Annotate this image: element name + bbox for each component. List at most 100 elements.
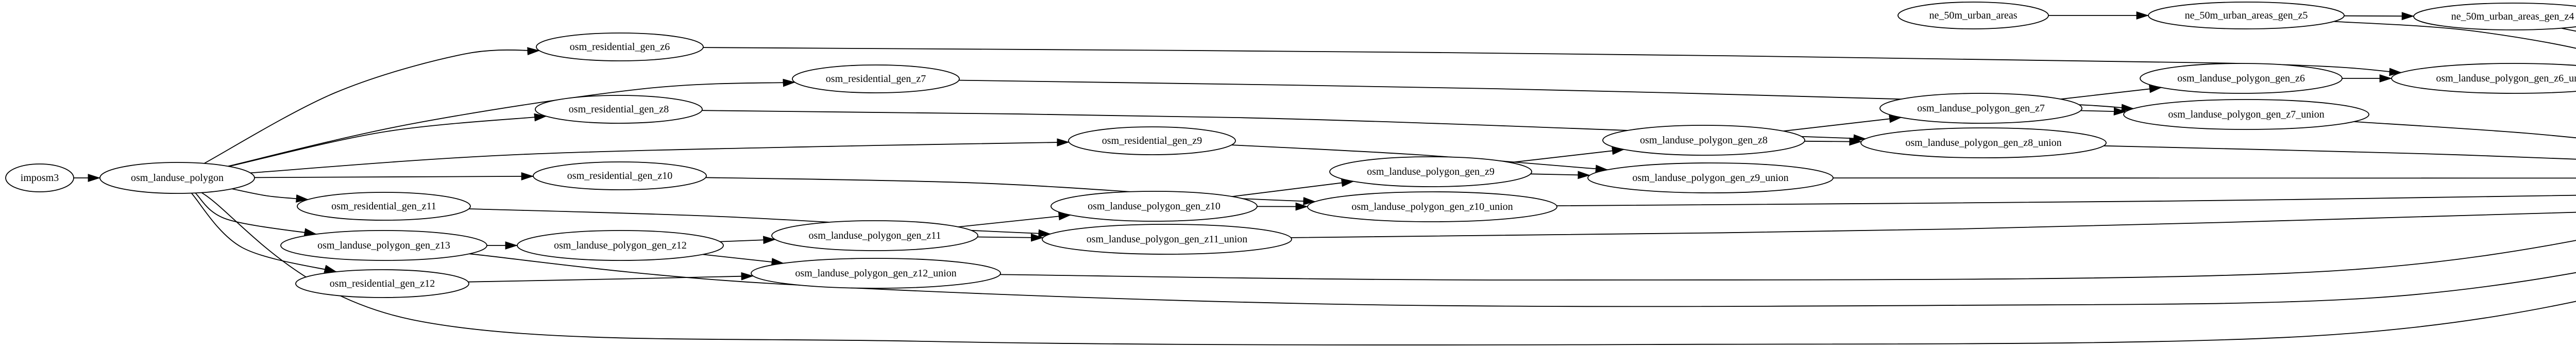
node-label-osm_landuse_polygon_gen_z10_union: osm_landuse_polygon_gen_z10_union bbox=[1351, 201, 1513, 212]
node-label-osm_landuse_polygon_gen_z13: osm_landuse_polygon_gen_z13 bbox=[317, 240, 450, 251]
edge-osm_landuse_polygon-to-layer_landuse-z14+ bbox=[201, 192, 2576, 345]
node-label-osm_landuse_polygon_gen_z10: osm_landuse_polygon_gen_z10 bbox=[1088, 201, 1221, 212]
edge-osm_landuse_polygon_gen_z8-to-osm_landuse_polygon_gen_z7 bbox=[1783, 114, 1902, 132]
node-shape-osm_landuse_polygon_gen_z10_union bbox=[1307, 191, 1557, 222]
node-osm_landuse_polygon_gen_z7: osm_landuse_polygon_gen_z7 bbox=[1879, 93, 2082, 124]
node-label-osm_landuse_polygon_gen_z12_union: osm_landuse_polygon_gen_z12_union bbox=[795, 268, 956, 279]
node-label-osm_landuse_polygon_gen_z7: osm_landuse_polygon_gen_z7 bbox=[1917, 103, 2045, 114]
node-label-ne_50m_urban_areas: ne_50m_urban_areas bbox=[1929, 10, 2017, 21]
node-osm_residential_gen_z6: osm_residential_gen_z6 bbox=[536, 32, 704, 61]
edge-osm_landuse_polygon_gen_z8_union-to-layer_landuse-z8 bbox=[2104, 145, 2576, 160]
edge-osm_residential_gen_z9-to-osm_landuse_polygon_gen_z9_union bbox=[1231, 144, 1608, 173]
node-label-osm_landuse_polygon_gen_z6: osm_landuse_polygon_gen_z6 bbox=[2177, 73, 2305, 84]
node-osm_landuse_polygon_gen_z6: osm_landuse_polygon_gen_z6 bbox=[2140, 63, 2343, 94]
node-shape-osm_landuse_polygon_gen_z7 bbox=[1879, 93, 2082, 124]
node-label-osm_landuse_polygon_gen_z11_union: osm_landuse_polygon_gen_z11_union bbox=[1087, 234, 1248, 245]
node-shape-osm_residential_gen_z11 bbox=[297, 192, 471, 221]
node-shape-osm_residential_gen_z8 bbox=[535, 95, 703, 124]
edge-osm_landuse_polygon-to-osm_residential_gen_z7 bbox=[228, 78, 796, 167]
node-label-osm_landuse_polygon_gen_z6_union: osm_landuse_polygon_gen_z6_union bbox=[2436, 73, 2576, 84]
node-label-osm_residential_gen_z8: osm_residential_gen_z8 bbox=[569, 104, 669, 115]
node-shape-osm_landuse_polygon_gen_z12 bbox=[517, 230, 724, 261]
edge-osm_landuse_polygon_gen_z12-to-osm_landuse_polygon_gen_z11 bbox=[720, 236, 776, 244]
edge-osm_landuse_polygon_gen_z9-to-osm_landuse_polygon_gen_z9_union bbox=[1530, 171, 1590, 179]
node-osm_landuse_polygon: osm_landuse_polygon bbox=[99, 162, 255, 194]
edge-osm_landuse_polygon_gen_z9-to-osm_landuse_polygon_gen_z8 bbox=[1510, 146, 1625, 163]
node-shape-ne_50m_urban_areas_gen_z4 bbox=[2413, 3, 2576, 30]
node-osm_landuse_polygon_gen_z8_union: osm_landuse_polygon_gen_z8_union bbox=[1860, 127, 2107, 158]
node-shape-osm_landuse_polygon bbox=[99, 162, 255, 194]
edge-osm_residential_gen_z11-to-osm_landuse_polygon_gen_z11_union bbox=[468, 208, 1051, 238]
edge-ne_50m_urban_areas_gen_z5-to-ne_50m_urban_areas_gen_z4 bbox=[2344, 12, 2415, 21]
node-imposm3: imposm3 bbox=[5, 163, 74, 192]
node-shape-osm_landuse_polygon_gen_z7_union bbox=[2123, 99, 2369, 130]
node-osm_residential_gen_z7: osm_residential_gen_z7 bbox=[792, 64, 960, 93]
node-ne_50m_urban_areas: ne_50m_urban_areas bbox=[1897, 2, 2049, 29]
node-label-ne_50m_urban_areas_gen_z5: ne_50m_urban_areas_gen_z5 bbox=[2185, 10, 2308, 21]
node-osm_residential_gen_z8: osm_residential_gen_z8 bbox=[535, 95, 703, 124]
node-osm_landuse_polygon_gen_z6_union: osm_landuse_polygon_gen_z6_union bbox=[2391, 63, 2576, 94]
node-shape-osm_residential_gen_z6 bbox=[536, 32, 704, 61]
edge-osm_landuse_polygon-to-osm_residential_gen_z8 bbox=[229, 113, 547, 167]
node-shape-osm_residential_gen_z9 bbox=[1068, 126, 1236, 155]
node-shape-osm_landuse_polygon_gen_z12_union bbox=[751, 258, 1001, 289]
edge-osm_landuse_polygon_gen_z7_union-to-layer_landuse-z7 bbox=[2353, 121, 2576, 139]
node-osm_landuse_polygon_gen_z8: osm_landuse_polygon_gen_z8 bbox=[1602, 125, 1805, 156]
node-label-osm_residential_gen_z12: osm_residential_gen_z12 bbox=[330, 278, 435, 289]
node-ne_50m_urban_areas_gen_z5: ne_50m_urban_areas_gen_z5 bbox=[2148, 2, 2345, 29]
node-label-osm_landuse_polygon_gen_z12: osm_landuse_polygon_gen_z12 bbox=[554, 240, 687, 251]
node-shape-osm_landuse_polygon_gen_z6_union bbox=[2391, 63, 2576, 94]
edge-osm_landuse_polygon-to-osm_residential_gen_z11 bbox=[232, 188, 309, 203]
node-osm_landuse_polygon_gen_z10_union: osm_landuse_polygon_gen_z10_union bbox=[1307, 191, 1557, 222]
node-osm_residential_gen_z11: osm_residential_gen_z11 bbox=[297, 192, 471, 221]
nodes-layer: imposm3 osm_landuse_polygon osm_residentia… bbox=[5, 2, 2576, 298]
edge-osm_landuse_polygon_gen_z13-to-layer_landuse-z13 bbox=[469, 253, 2576, 307]
edge-osm_residential_gen_z12-to-osm_landuse_polygon_gen_z12_union bbox=[468, 272, 754, 283]
edge-osm_landuse_polygon_gen_z11_union-to-layer_landuse-z11 bbox=[1291, 211, 2576, 238]
node-osm_landuse_polygon_gen_z12_union: osm_landuse_polygon_gen_z12_union bbox=[751, 258, 1001, 289]
node-shape-osm_residential_gen_z10 bbox=[533, 161, 707, 190]
node-osm_landuse_polygon_gen_z9: osm_landuse_polygon_gen_z9 bbox=[1329, 156, 1532, 187]
node-shape-osm_residential_gen_z7 bbox=[792, 64, 960, 93]
edge-osm_landuse_polygon_gen_z12_union-to-layer_landuse-z12 bbox=[1000, 240, 2576, 281]
node-osm_residential_gen_z12: osm_residential_gen_z12 bbox=[295, 269, 469, 298]
node-label-osm_landuse_polygon_gen_z8: osm_landuse_polygon_gen_z8 bbox=[1640, 135, 1768, 146]
edge-osm_residential_gen_z6-to-osm_landuse_polygon_gen_z6_union bbox=[703, 47, 2402, 76]
node-shape-osm_residential_gen_z12 bbox=[295, 269, 469, 298]
edge-ne_50m_urban_areas_gen_z5-to-layer_landuse-z5 bbox=[2334, 21, 2576, 49]
node-label-osm_residential_gen_z7: osm_residential_gen_z7 bbox=[826, 73, 926, 85]
node-osm_residential_gen_z10: osm_residential_gen_z10 bbox=[533, 161, 707, 190]
node-ne_50m_urban_areas_gen_z4: ne_50m_urban_areas_gen_z4 bbox=[2413, 3, 2576, 30]
node-osm_landuse_polygon_gen_z12: osm_landuse_polygon_gen_z12 bbox=[517, 230, 724, 261]
node-osm_residential_gen_z9: osm_residential_gen_z9 bbox=[1068, 126, 1236, 155]
node-label-ne_50m_urban_areas_gen_z4: ne_50m_urban_areas_gen_z4 bbox=[2451, 11, 2574, 22]
edge-osm_landuse_polygon_gen_z10_union-to-layer_landuse-z10 bbox=[1556, 194, 2576, 206]
node-osm_landuse_polygon_gen_z10: osm_landuse_polygon_gen_z10 bbox=[1050, 191, 1258, 222]
edge-osm_landuse_polygon-to-osm_residential_gen_z9 bbox=[250, 138, 1070, 174]
node-label-osm_residential_gen_z6: osm_residential_gen_z6 bbox=[570, 41, 670, 53]
edge-osm_landuse_polygon_gen_z8-to-osm_landuse_polygon_gen_z8_union bbox=[1804, 137, 1862, 146]
node-shape-osm_landuse_polygon_gen_z13 bbox=[280, 230, 487, 261]
node-osm_landuse_polygon_gen_z11_union: osm_landuse_polygon_gen_z11_union bbox=[1042, 224, 1292, 255]
node-label-imposm3: imposm3 bbox=[21, 172, 59, 184]
edge-osm_landuse_polygon_gen_z11-to-osm_landuse_polygon_gen_z11_union bbox=[977, 233, 1044, 242]
edge-osm_landuse_polygon_gen_z11-to-osm_landuse_polygon_gen_z10 bbox=[958, 212, 1072, 227]
node-label-osm_landuse_polygon_gen_z11: osm_landuse_polygon_gen_z11 bbox=[808, 230, 941, 241]
node-label-osm_residential_gen_z11: osm_residential_gen_z11 bbox=[331, 201, 436, 212]
edges-layer bbox=[74, 11, 2576, 345]
node-shape-osm_landuse_polygon_gen_z11_union bbox=[1042, 224, 1292, 255]
edge-osm_landuse_polygon-to-osm_landuse_polygon_gen_z13 bbox=[195, 192, 317, 237]
edge-osm_landuse_polygon_gen_z10-to-osm_landuse_polygon_gen_z9 bbox=[1232, 178, 1354, 197]
edge-osm_landuse_polygon-to-osm_residential_gen_z6 bbox=[204, 47, 540, 164]
node-label-osm_landuse_polygon_gen_z9: osm_landuse_polygon_gen_z9 bbox=[1367, 166, 1495, 177]
node-shape-osm_landuse_polygon_gen_z10 bbox=[1050, 191, 1258, 222]
node-shape-osm_landuse_polygon_gen_z9_union bbox=[1587, 162, 1834, 193]
edge-osm_landuse_polygon-to-osm_residential_gen_z12 bbox=[191, 192, 337, 273]
node-osm_landuse_polygon_gen_z11: osm_landuse_polygon_gen_z11 bbox=[771, 220, 978, 251]
node-shape-osm_landuse_polygon_gen_z8 bbox=[1602, 125, 1805, 156]
node-label-osm_landuse_polygon_gen_z8_union: osm_landuse_polygon_gen_z8_union bbox=[1905, 137, 2061, 149]
edge-osm_landuse_polygon_gen_z12-to-osm_landuse_polygon_gen_z12_union bbox=[702, 254, 784, 266]
node-label-osm_landuse_polygon_gen_z9_union: osm_landuse_polygon_gen_z9_union bbox=[1632, 172, 1788, 184]
